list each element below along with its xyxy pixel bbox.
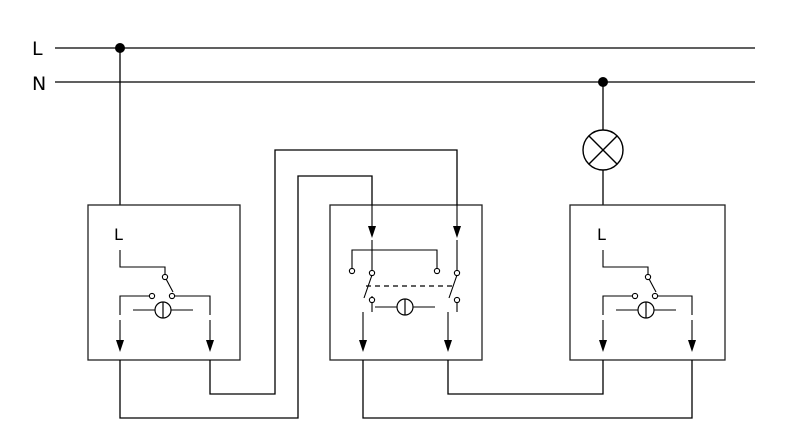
middle-arrow-down-icon [444,340,452,352]
middle-arrow-down-icon [368,226,376,238]
left-arrow-down-icon [206,340,214,352]
right-switch-terminal-label: L [597,225,606,244]
neutral-label: N [32,73,46,95]
lamp-symbol [582,129,624,171]
right-arrow-down-icon [599,340,607,352]
right-two-way-switch: L [597,225,696,352]
middle-arrow-down-icon [359,340,367,352]
middle-arrow-down-icon [453,226,461,238]
right-arrow-down-icon [688,340,696,352]
traveller-wire-d [362,360,693,419]
left-switch-box [87,204,241,361]
left-switch-terminal-label: L [114,225,123,244]
phase-label: L [32,38,43,60]
traveller-wire-a [209,149,458,395]
right-switch-box [569,204,726,361]
left-two-way-switch: L [114,225,214,352]
middle-switch-box [329,204,483,361]
left-arrow-down-icon [116,340,124,352]
middle-intermediate-switch [348,205,461,352]
traveller-wire-c [447,360,604,395]
traveller-wire-b [119,175,373,419]
